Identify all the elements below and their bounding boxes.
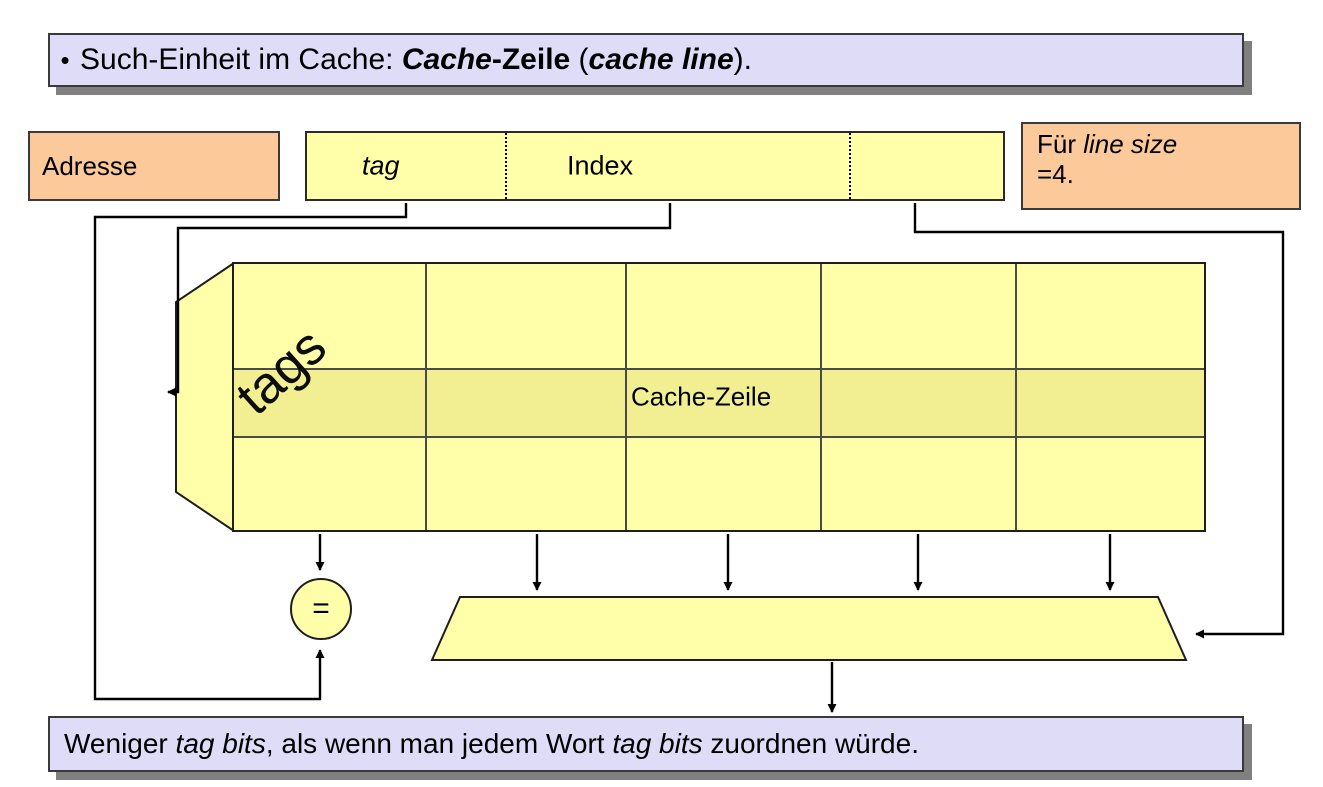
grid-col-line-3 bbox=[820, 264, 822, 530]
grid-row-line-1 bbox=[234, 368, 1204, 370]
cache-line-label: Cache-Zeile bbox=[631, 381, 772, 412]
bottom-banner-text: Weniger tag bits, als wenn man jedem Wor… bbox=[64, 728, 919, 759]
address-segment-tag-label: tag bbox=[362, 150, 400, 181]
grid-col-line-4 bbox=[1015, 264, 1017, 530]
bottom-banner: Weniger tag bits, als wenn man jedem Wor… bbox=[48, 716, 1244, 772]
bullet-icon: • bbox=[60, 44, 70, 75]
line-size-note-text: Für line size=4. bbox=[1037, 129, 1178, 189]
cache-grid: Cache-Zeile bbox=[232, 262, 1206, 532]
address-field: tag Index bbox=[305, 131, 1005, 201]
address-divider-tag-index bbox=[505, 133, 507, 199]
top-banner: • Such-Einheit im Cache: Cache-Zeile (ca… bbox=[48, 33, 1244, 87]
adresse-box: Adresse bbox=[28, 131, 280, 201]
grid-row-line-2 bbox=[234, 436, 1204, 438]
multiplexer bbox=[418, 596, 1188, 662]
top-banner-text: Such-Einheit im Cache: Cache-Zeile (cach… bbox=[80, 43, 752, 76]
line-size-note-box: Für line size=4. bbox=[1021, 122, 1301, 210]
address-segment-index-label: Index bbox=[567, 150, 634, 181]
grid-col-line-1 bbox=[425, 264, 427, 530]
address-divider-index-offset bbox=[849, 133, 851, 199]
comparator-circle: = bbox=[290, 578, 352, 640]
comparator-equals-symbol: = bbox=[312, 592, 330, 625]
grid-col-line-2 bbox=[625, 264, 627, 530]
adresse-label: Adresse bbox=[42, 150, 138, 181]
tags-block bbox=[156, 262, 236, 532]
